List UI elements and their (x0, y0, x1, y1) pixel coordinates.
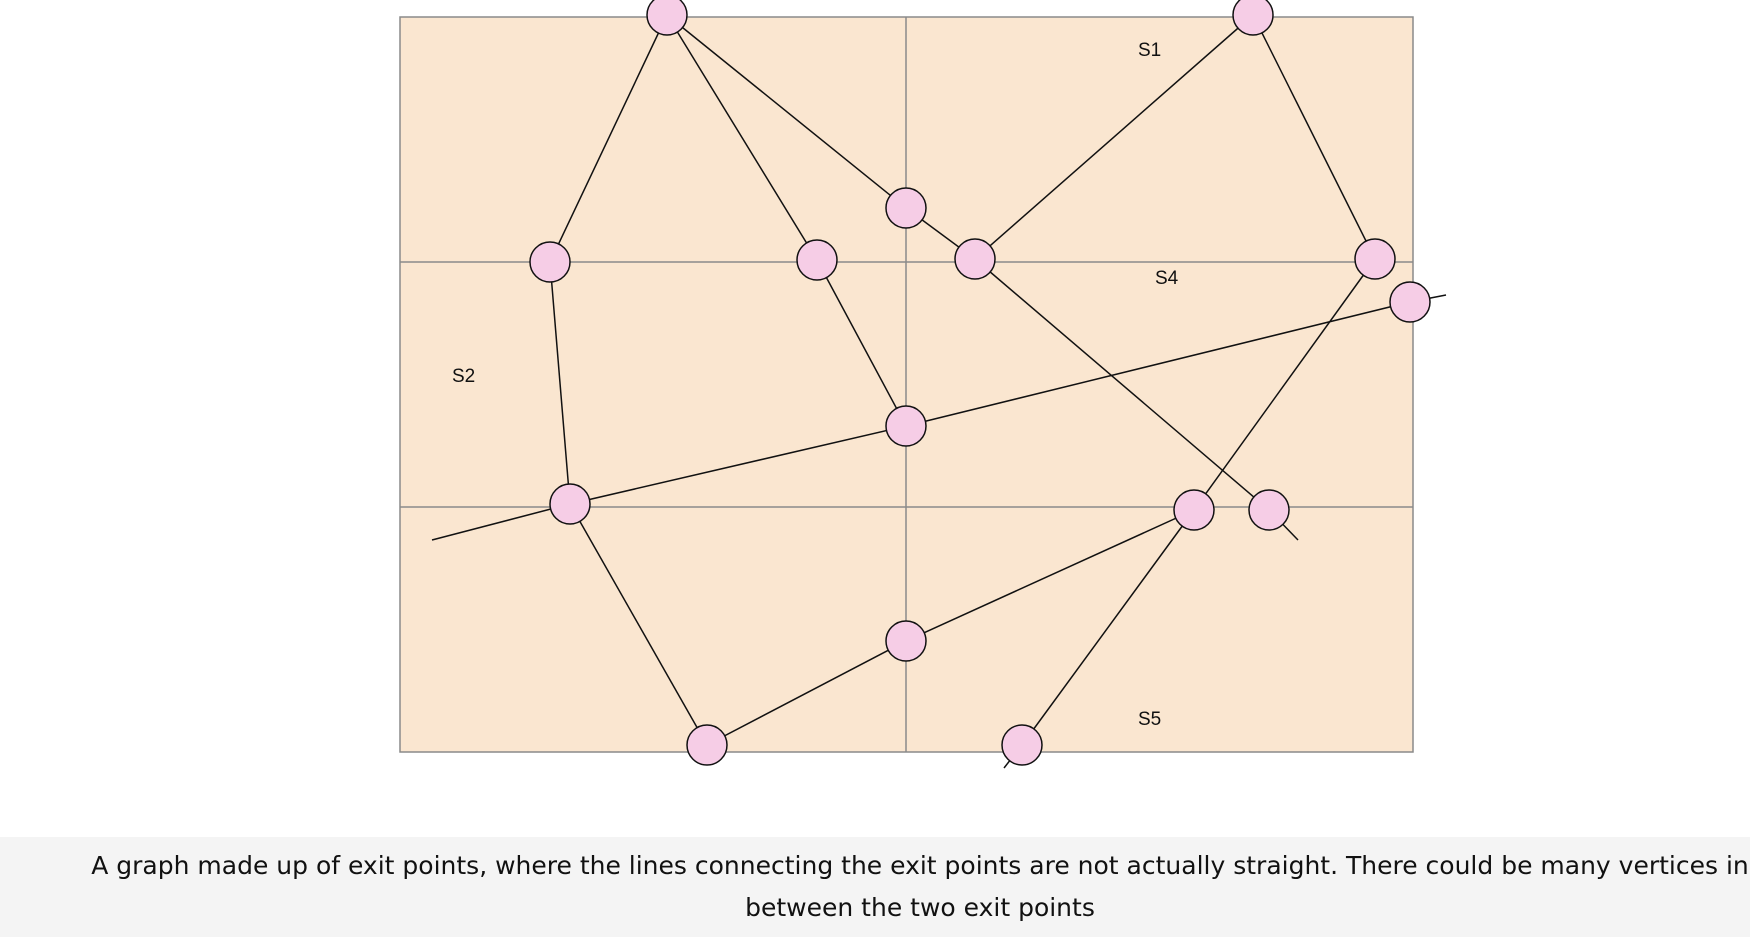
edge (816, 259, 907, 427)
edge (666, 14, 907, 209)
exit-point-node (529, 241, 571, 283)
edge (905, 509, 1195, 642)
exit-point-node (954, 238, 996, 280)
edge (549, 14, 668, 263)
exit-point-node (549, 483, 591, 525)
exit-point-node (1173, 489, 1215, 531)
caption-text: A graph made up of exit points, where th… (91, 851, 1749, 922)
edge (666, 14, 818, 261)
edge (569, 425, 907, 505)
region-label-s5: S5 (1138, 709, 1161, 730)
edge (706, 640, 907, 746)
exit-point-node (1354, 238, 1396, 280)
exit-point-node (686, 724, 728, 766)
region-label-s2: S2 (452, 366, 475, 387)
edge (431, 503, 571, 541)
edge (974, 258, 1270, 511)
exit-point-node (646, 0, 688, 36)
exit-point-node (1001, 724, 1043, 766)
region-label-s4: S4 (1155, 268, 1179, 289)
exit-point-node (1232, 0, 1274, 36)
edge (1021, 509, 1195, 746)
edge (974, 14, 1254, 260)
exit-point-node (1389, 281, 1431, 323)
exit-point-node (885, 187, 927, 229)
edge (549, 261, 571, 505)
region-label-s1: S1 (1138, 40, 1161, 61)
edge (1252, 14, 1376, 260)
exit-point-graph: S1 S2 S4 S5 (399, 0, 1447, 769)
edge (905, 301, 1411, 427)
exit-points (529, 0, 1431, 766)
edge (569, 503, 708, 746)
exit-point-node (796, 239, 838, 281)
caption-bar: A graph made up of exit points, where th… (0, 837, 1750, 937)
exit-point-node (885, 405, 927, 447)
edge (1193, 258, 1376, 511)
exit-point-node (885, 620, 927, 662)
exit-point-node (1248, 489, 1290, 531)
